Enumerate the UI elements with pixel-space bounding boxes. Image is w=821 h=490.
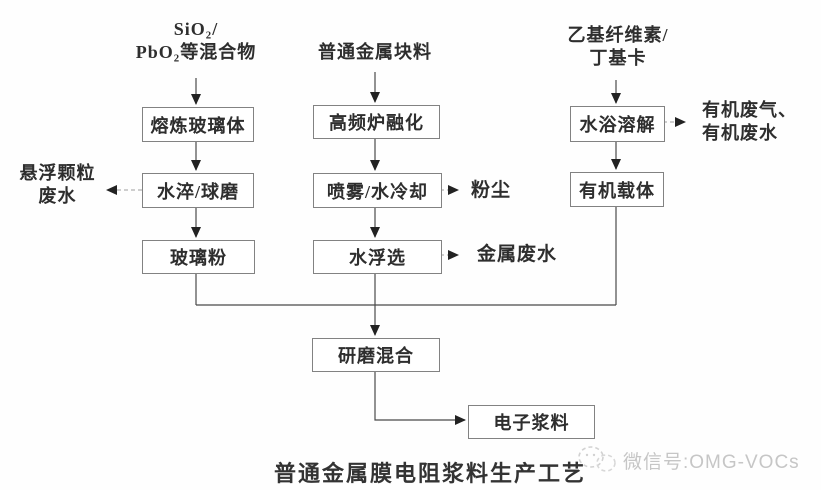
label-glass-mixture-line2: PbO₂等混合物 — [135, 42, 257, 63]
box-hf-furnace-melting: 高频炉融化 — [313, 105, 440, 139]
box-grinding-mixing: 研磨混合 — [312, 338, 440, 372]
diagram-caption: 普通金属膜电阻浆料生产工艺 — [273, 461, 586, 486]
label-dust: 粉尘 — [470, 180, 511, 201]
box-electronic-paste: 电子浆料 — [468, 405, 595, 439]
box-water-quench-ball-mill: 水淬/球磨 — [142, 173, 254, 208]
label-metal-wastewater: 金属废水 — [476, 244, 557, 265]
box-water-bath-dissolution: 水浴溶解 — [570, 106, 665, 142]
watermark-text: 微信号:OMG-VOCs — [623, 451, 800, 473]
label-organic-waste-line1: 有机废气、 — [702, 100, 797, 120]
label-organic-materials-line2: 丁基卡 — [589, 48, 647, 69]
box-organic-carrier: 有机载体 — [570, 172, 664, 207]
box-melt-glass: 熔炼玻璃体 — [142, 107, 254, 142]
arrow-grinding-to-paste — [374, 370, 466, 425]
box-water-flotation: 水浮选 — [313, 240, 442, 274]
label-organic-waste: 有机废气、 有机废水 — [702, 99, 797, 146]
label-glass-mixture: SiO₂/ PbO₂等混合物 — [116, 18, 276, 65]
label-glass-mixture-line1: SiO₂/ — [173, 19, 219, 39]
label-suspended-line1: 悬浮颗粒 — [19, 163, 96, 183]
label-suspended-line2: 废水 — [38, 186, 77, 207]
label-metal-blocks-line1: 普通金属块料 — [318, 42, 432, 62]
label-organic-materials-line1: 乙基纤维素/ — [567, 25, 669, 45]
label-metal-blocks: 普通金属块料 — [305, 41, 445, 64]
label-organic-waste-line2: 有机废水 — [702, 123, 778, 144]
watermark: 微信号:OMG-VOCs — [576, 444, 800, 476]
box-glass-powder: 玻璃粉 — [142, 240, 255, 274]
label-organic-materials: 乙基纤维素/ 丁基卡 — [543, 24, 693, 71]
box-spray-water-cooling: 喷雾/水冷却 — [313, 173, 442, 208]
wechat-icon — [578, 446, 616, 472]
label-suspended-particle-wastewater: 悬浮颗粒 废水 — [15, 162, 100, 209]
